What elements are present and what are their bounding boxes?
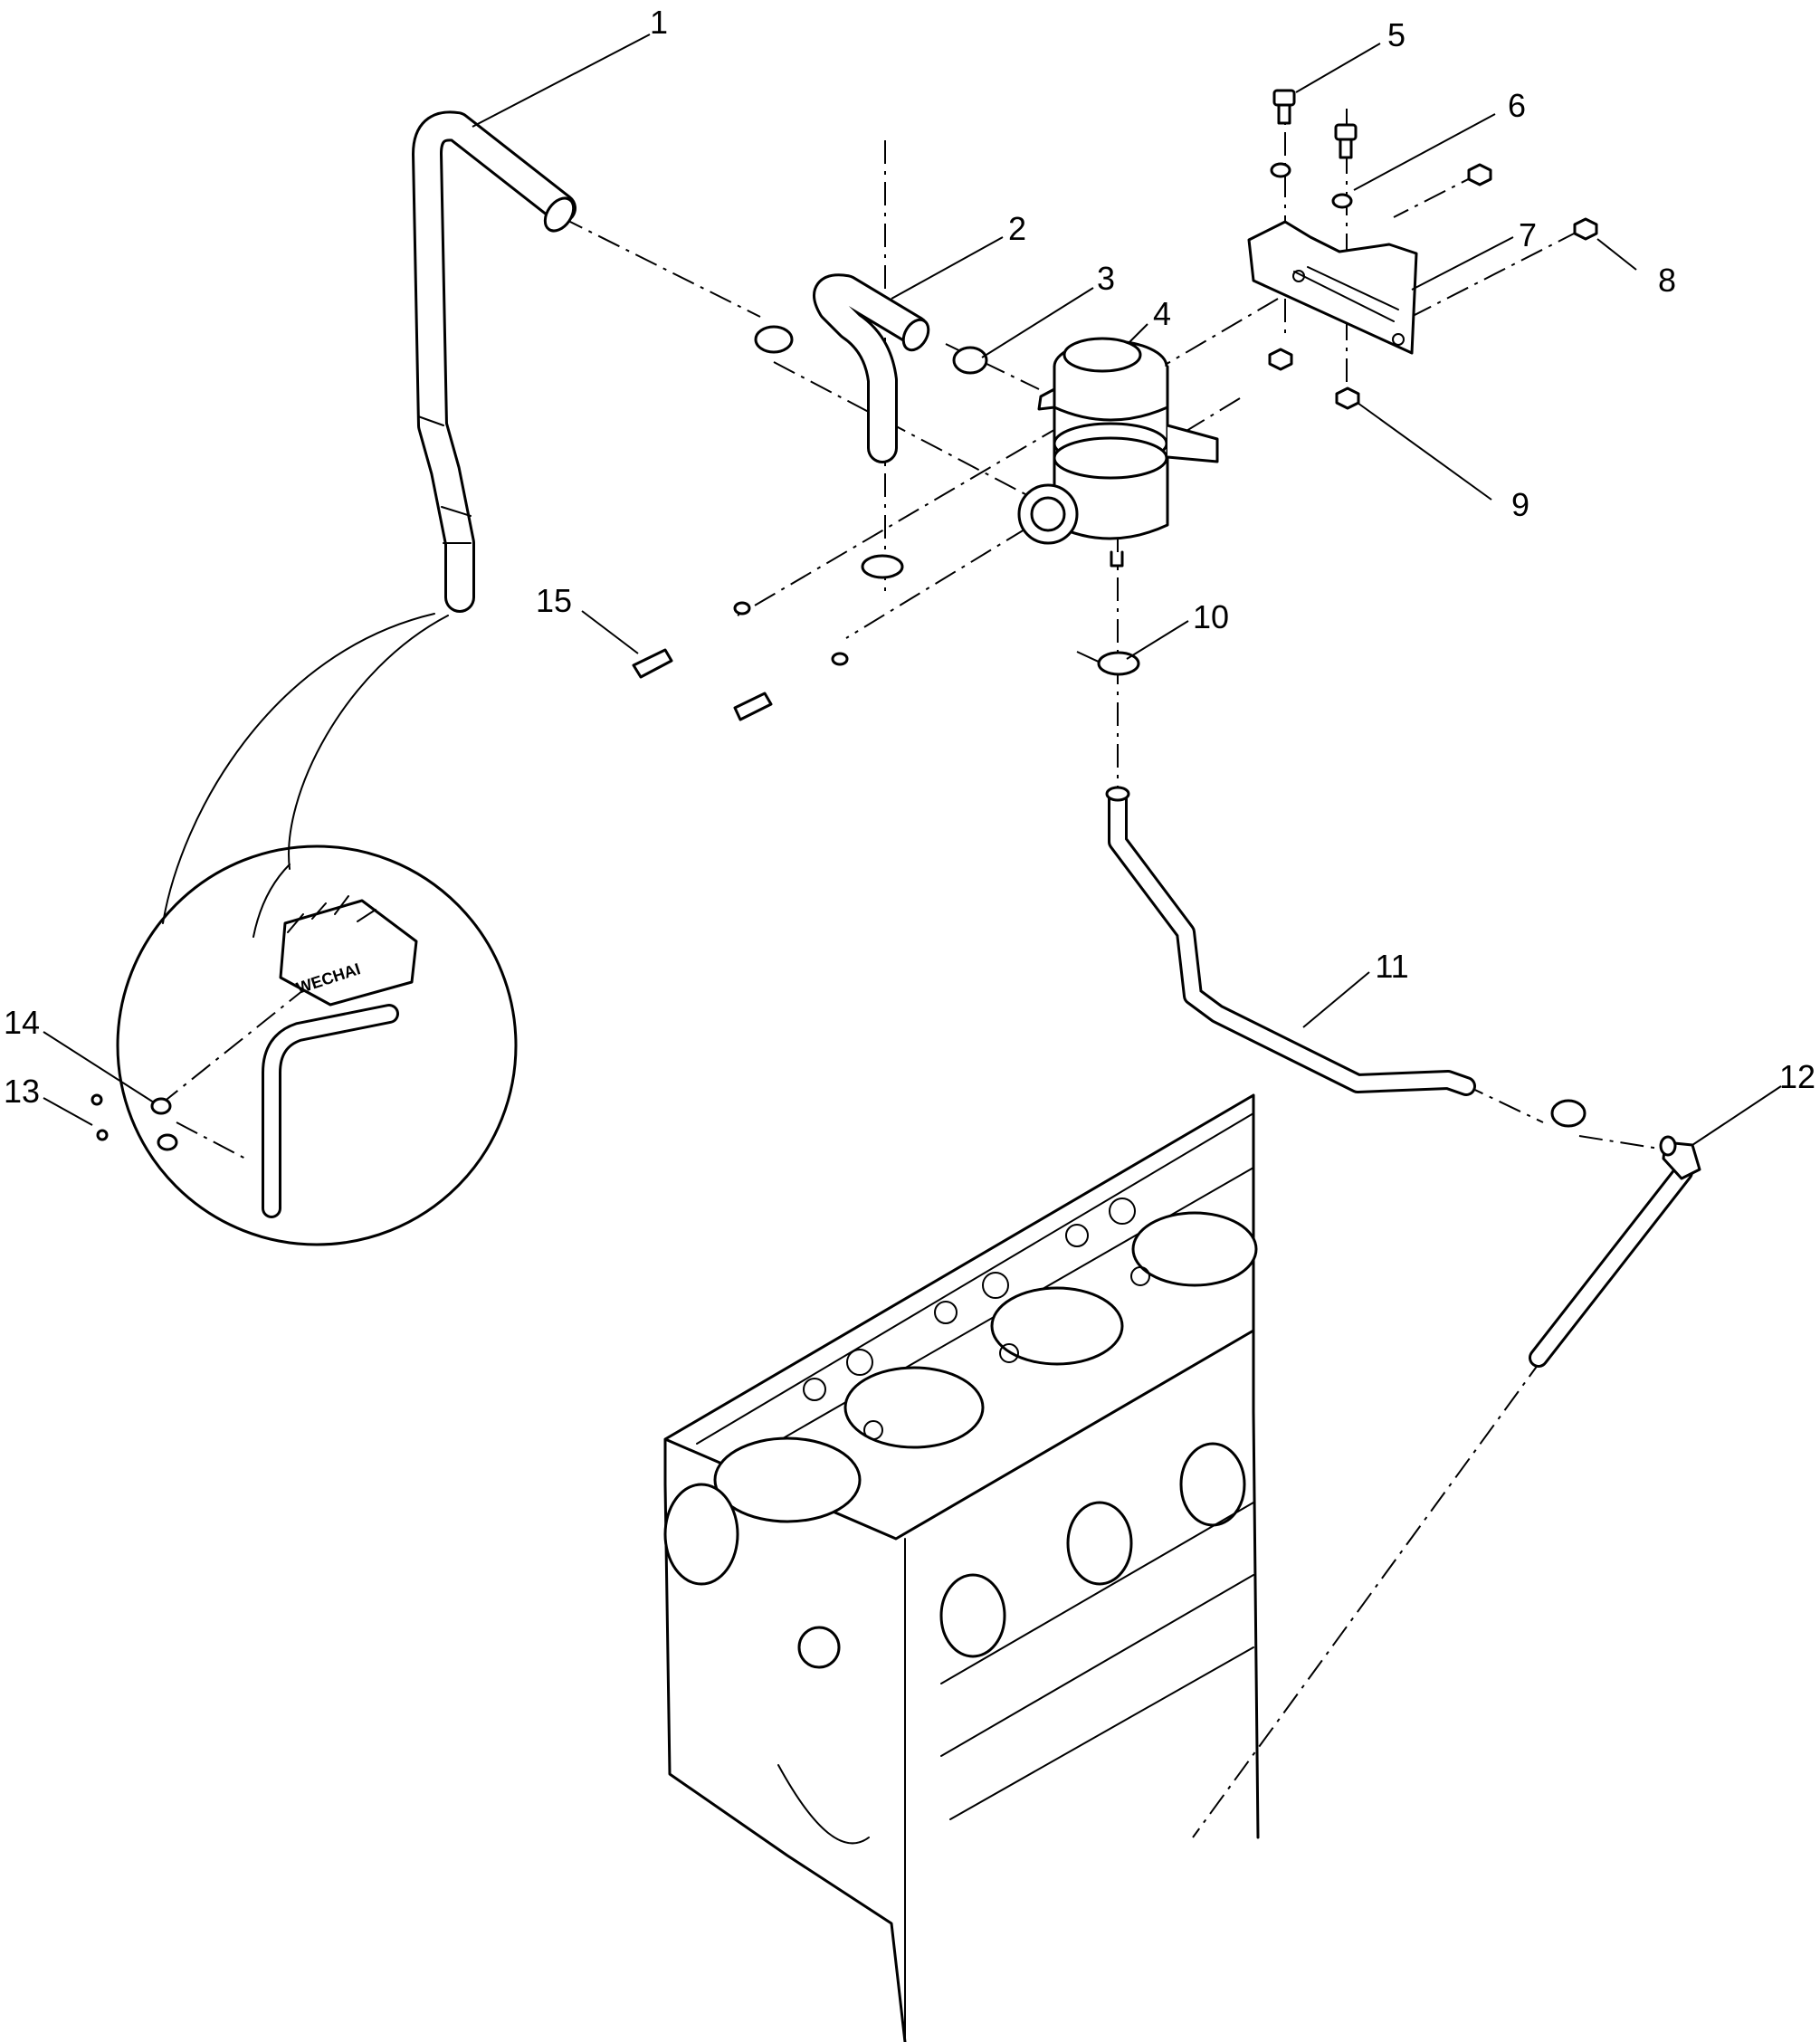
callout-3: 3 bbox=[1097, 260, 1115, 297]
callout-6: 6 bbox=[1508, 87, 1526, 124]
callouts: 1 2 3 4 5 6 7 8 9 10 11 12 13 14 15 bbox=[4, 4, 1815, 1110]
callout-9: 9 bbox=[1511, 486, 1529, 523]
part-12-fitting bbox=[1529, 1135, 1701, 1368]
callout-4: 4 bbox=[1153, 295, 1171, 332]
part-2-elbow-hose bbox=[813, 273, 930, 463]
callout-7: 7 bbox=[1519, 216, 1537, 253]
callout-5: 5 bbox=[1387, 16, 1405, 53]
callout-1: 1 bbox=[650, 4, 668, 41]
detail-view: WECHAI bbox=[116, 613, 518, 1246]
engine-block bbox=[663, 1093, 1260, 2042]
callout-10: 10 bbox=[1193, 598, 1229, 635]
callout-8: 8 bbox=[1658, 262, 1676, 299]
callout-12: 12 bbox=[1779, 1058, 1815, 1095]
callout-2: 2 bbox=[1008, 210, 1026, 247]
leader-lines bbox=[43, 33, 1782, 1146]
part-1-breather-hose bbox=[412, 110, 576, 613]
hose-clamps bbox=[754, 325, 1587, 1128]
part-4-oil-separator bbox=[1017, 337, 1219, 568]
callout-15: 15 bbox=[536, 582, 572, 619]
part-7-bracket bbox=[1247, 220, 1418, 355]
callout-11: 11 bbox=[1375, 948, 1408, 985]
callout-14: 14 bbox=[4, 1004, 40, 1041]
callout-13: 13 bbox=[4, 1073, 40, 1110]
fasteners bbox=[91, 89, 1598, 1141]
part-11-drain-tube bbox=[1105, 786, 1476, 1096]
